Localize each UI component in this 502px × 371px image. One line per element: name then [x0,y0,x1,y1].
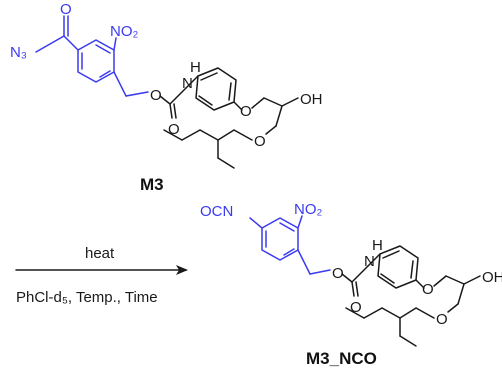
ether-oxygen2-bottom: O [436,311,448,328]
molecule-m3: N₃ O NO₂ O O N H O OH O M3 [10,1,323,194]
compound-label-m3: M3 [140,175,164,194]
compound-label-m3-nco: M3_NCO [306,349,377,368]
ester-oxygen-top: O [150,87,162,104]
nitro-label-top: NO₂ [110,23,139,40]
ether-oxygen-bottom: O [422,281,434,298]
nitrobenzyl-group-top [35,15,149,97]
carbamate-chain-bottom [341,245,481,347]
hydroxyl-label-bottom: OH [482,269,502,286]
oxo-label-top: O [60,1,72,18]
carbonyl-oxygen-top: O [168,121,180,138]
carbamate-chain-top [159,67,299,169]
azide-label: N₃ [10,44,27,61]
nh-hydrogen-bottom: H [372,237,383,254]
molecule-m3-nco: OCN NO₂ O O N H O OH O M3_NCO [200,201,502,368]
isocyanate-label: OCN [200,203,233,220]
nitrobenzyl-group-bottom [249,215,331,275]
hydroxyl-label-top: OH [300,91,323,108]
nh-nitrogen-top: N [182,75,193,92]
nh-nitrogen-bottom: N [364,253,375,270]
ester-oxygen-bottom: O [332,265,344,282]
reaction-arrow-group: heat PhCl-d₅, Temp., Time [15,245,188,306]
ether-oxygen2-top: O [254,133,266,150]
condition-above: heat [85,245,115,262]
ether-oxygen-top: O [240,103,252,120]
condition-below: PhCl-d₅, Temp., Time [16,289,158,306]
nh-hydrogen-top: H [190,59,201,76]
nitro-label-bottom: NO₂ [294,201,323,218]
carbonyl-oxygen-bottom: O [350,299,362,316]
arrow-head [176,265,188,275]
